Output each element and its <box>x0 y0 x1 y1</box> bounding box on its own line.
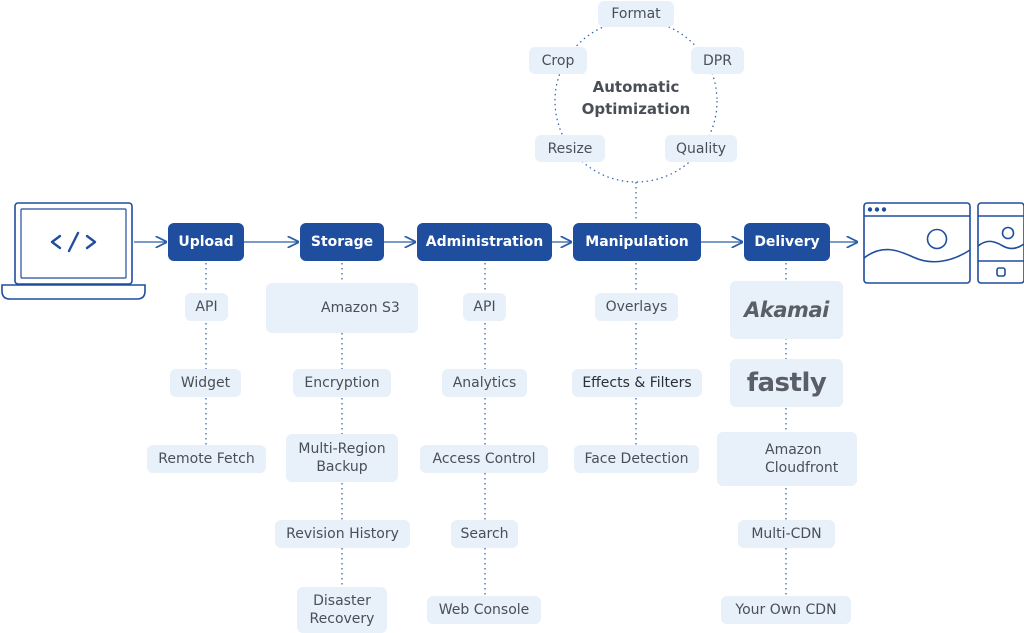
delivery-item-akamai[interactable]: Akamai <box>730 281 843 339</box>
manipulation-item-effects-filters[interactable]: Effects & Filters <box>572 369 702 397</box>
administration-item-access-control[interactable]: Access Control <box>420 445 548 473</box>
storage-item-encryption[interactable]: Encryption <box>293 369 391 397</box>
optimization-resize[interactable]: Resize <box>535 135 605 162</box>
delivery-item-fastly[interactable]: fastly <box>730 359 843 407</box>
fastly-logo: fastly <box>746 368 827 398</box>
stage-upload[interactable]: Upload <box>168 223 244 261</box>
disaster-line1: Disaster <box>313 593 371 609</box>
optimization-title: Automatic Optimization <box>566 76 706 120</box>
multi-region-line2: Backup <box>316 459 368 475</box>
stage-manipulation[interactable]: Manipulation <box>573 223 701 261</box>
mobile-phone-icon <box>977 202 1024 284</box>
amazon-s3-label: Amazon S3 <box>321 300 400 316</box>
browser-window-icon <box>863 202 971 284</box>
optimization-title-line1: Automatic <box>592 78 680 96</box>
cloudfront-line2: Cloudfront <box>765 460 839 476</box>
laptop-code-icon <box>1 202 146 300</box>
cloudfront-label: Amazon Cloudfront <box>765 441 838 477</box>
stage-storage[interactable]: Storage <box>300 223 384 261</box>
disaster-line2: Recovery <box>309 611 375 627</box>
upload-item-remote-fetch[interactable]: Remote Fetch <box>147 445 266 473</box>
upload-item-api[interactable]: API <box>185 293 228 321</box>
stage-administration[interactable]: Administration <box>417 223 552 261</box>
administration-item-web-console[interactable]: Web Console <box>427 596 541 624</box>
storage-item-revision-history[interactable]: Revision History <box>275 520 410 548</box>
multi-region-line1: Multi-Region <box>298 441 386 457</box>
storage-item-multi-region-backup[interactable]: Multi-Region Backup <box>286 434 398 482</box>
optimization-format[interactable]: Format <box>598 1 674 27</box>
delivery-item-multi-cdn[interactable]: Multi-CDN <box>738 520 835 548</box>
optimization-quality[interactable]: Quality <box>665 135 737 162</box>
optimization-crop[interactable]: Crop <box>529 47 587 74</box>
delivery-item-cloudfront[interactable]: Amazon Cloudfront <box>717 432 857 486</box>
administration-item-analytics[interactable]: Analytics <box>442 369 527 397</box>
stage-delivery[interactable]: Delivery <box>744 223 830 261</box>
optimization-title-line2: Optimization <box>581 100 691 118</box>
manipulation-item-face-detection[interactable]: Face Detection <box>574 445 699 473</box>
cloudfront-line1: Amazon <box>765 442 822 458</box>
akamai-logo: Akamai <box>744 298 829 322</box>
optimization-dpr[interactable]: DPR <box>691 47 744 74</box>
storage-item-disaster-recovery[interactable]: Disaster Recovery <box>297 587 387 633</box>
administration-item-search[interactable]: Search <box>451 520 518 548</box>
manipulation-item-overlays[interactable]: Overlays <box>595 293 678 321</box>
delivery-item-own-cdn[interactable]: Your Own CDN <box>721 596 851 624</box>
storage-item-amazon-s3[interactable]: Amazon S3 <box>266 283 418 333</box>
upload-item-widget[interactable]: Widget <box>170 369 241 397</box>
administration-item-api[interactable]: API <box>463 293 506 321</box>
